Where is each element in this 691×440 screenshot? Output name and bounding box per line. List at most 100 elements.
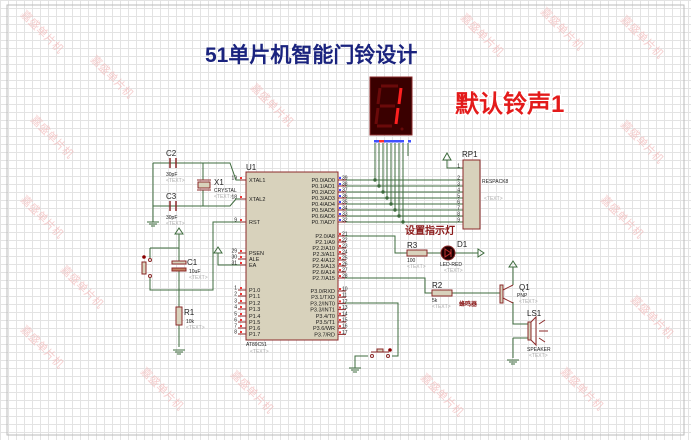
u1-pin-p01ad1[interactable]: 38 P0.1/AD1 [311,182,347,191]
rp1-pin-number: 1 [457,164,460,170]
c1-text: <TEXT> [189,275,208,281]
doorbell-button[interactable] [370,348,392,358]
x1-crystal[interactable]: X1 CRYSTAL <TEXT> [197,178,237,200]
pin-number: 2 [234,292,237,298]
u1-part: AT89C51 [246,342,267,348]
rp1-pin-number: 7 [457,206,460,212]
q1-transistor[interactable]: Q1 PNP <TEXT> [499,283,538,305]
pin-number: 37 [342,188,348,194]
u1-ref: U1 [246,163,257,172]
reset-button[interactable] [141,255,152,278]
watermark-text: 嘉盛单片机 [628,292,677,341]
pin-label: P0.4/AD4 [311,202,335,208]
watermark-text: 嘉盛单片机 [248,80,297,129]
pin-number: 31 [231,261,237,267]
pin-number: 22 [342,238,348,244]
u1-text: <TEXT> [250,349,269,355]
p0-bus-wire [346,143,463,181]
watermark-text: 嘉盛单片机 [618,12,667,61]
pin-label: P2.6/A14 [312,270,335,276]
r2-value: 5k [432,298,438,304]
ls1-speaker[interactable]: LS1 SPEAKER <TEXT> [527,309,551,359]
u1-pin-p21a9[interactable]: 22 P2.1/A9 [315,238,347,247]
d1-led[interactable]: D1 LED-RED <TEXT> [440,240,468,274]
power-icon [442,151,452,161]
pin-label: P0.1/AD1 [311,184,335,190]
pin-number: 4 [234,305,237,311]
pin-number: 33 [342,212,348,218]
p0-bus-wire [346,143,463,205]
c1-capacitor[interactable]: C1 10uF <TEXT> [171,258,208,281]
r2-text: <TEXT> [432,304,451,310]
pin-number: 17 [342,330,348,336]
rp1-value: RESPACK8 [482,179,509,185]
pin-number: 9 [234,218,237,224]
pin-label: P3.3/INT1 [310,308,335,314]
watermark-text: 嘉盛单片机 [418,370,467,419]
d1-ref: D1 [457,240,468,249]
c3-capacitor[interactable]: C3 30pF <TEXT> [166,192,185,227]
rp1-pin-number: 3 [457,182,460,188]
r1-resistor[interactable]: R1 10k <TEXT> [175,306,205,331]
c2-capacitor[interactable]: C2 30pF <TEXT> [166,149,185,184]
pin-number: 38 [342,182,348,188]
pin-label: P2.7/A15 [312,276,335,282]
d1-value: LED-RED [440,262,462,268]
pin-number: 23 [342,244,348,250]
r3-resistor[interactable]: R3 100 <TEXT> [406,241,428,270]
junction-dot [393,208,397,212]
c3-value: 30pF [166,215,177,221]
seven-segment-display[interactable]: 1 [369,76,413,143]
junction-dot [385,196,389,200]
d1-text: <TEXT> [444,268,463,274]
pin-label: P2.1/A9 [315,240,335,246]
pin-number: 24 [342,250,348,256]
power-icon [508,260,518,268]
pin-label: P1.0 [249,288,260,294]
r2-resistor[interactable]: R2 5k <TEXT> [431,281,453,310]
indicator-label: 设置指示灯 [405,224,455,237]
pin-number: 34 [342,206,348,212]
ringtone-status-label: 默认铃声1 [455,90,564,118]
rp1-pin-number: 9 [457,218,460,224]
watermark-text: 嘉盛单片机 [228,367,277,416]
r3-ref: R3 [407,241,418,250]
junction-dot [389,202,393,206]
